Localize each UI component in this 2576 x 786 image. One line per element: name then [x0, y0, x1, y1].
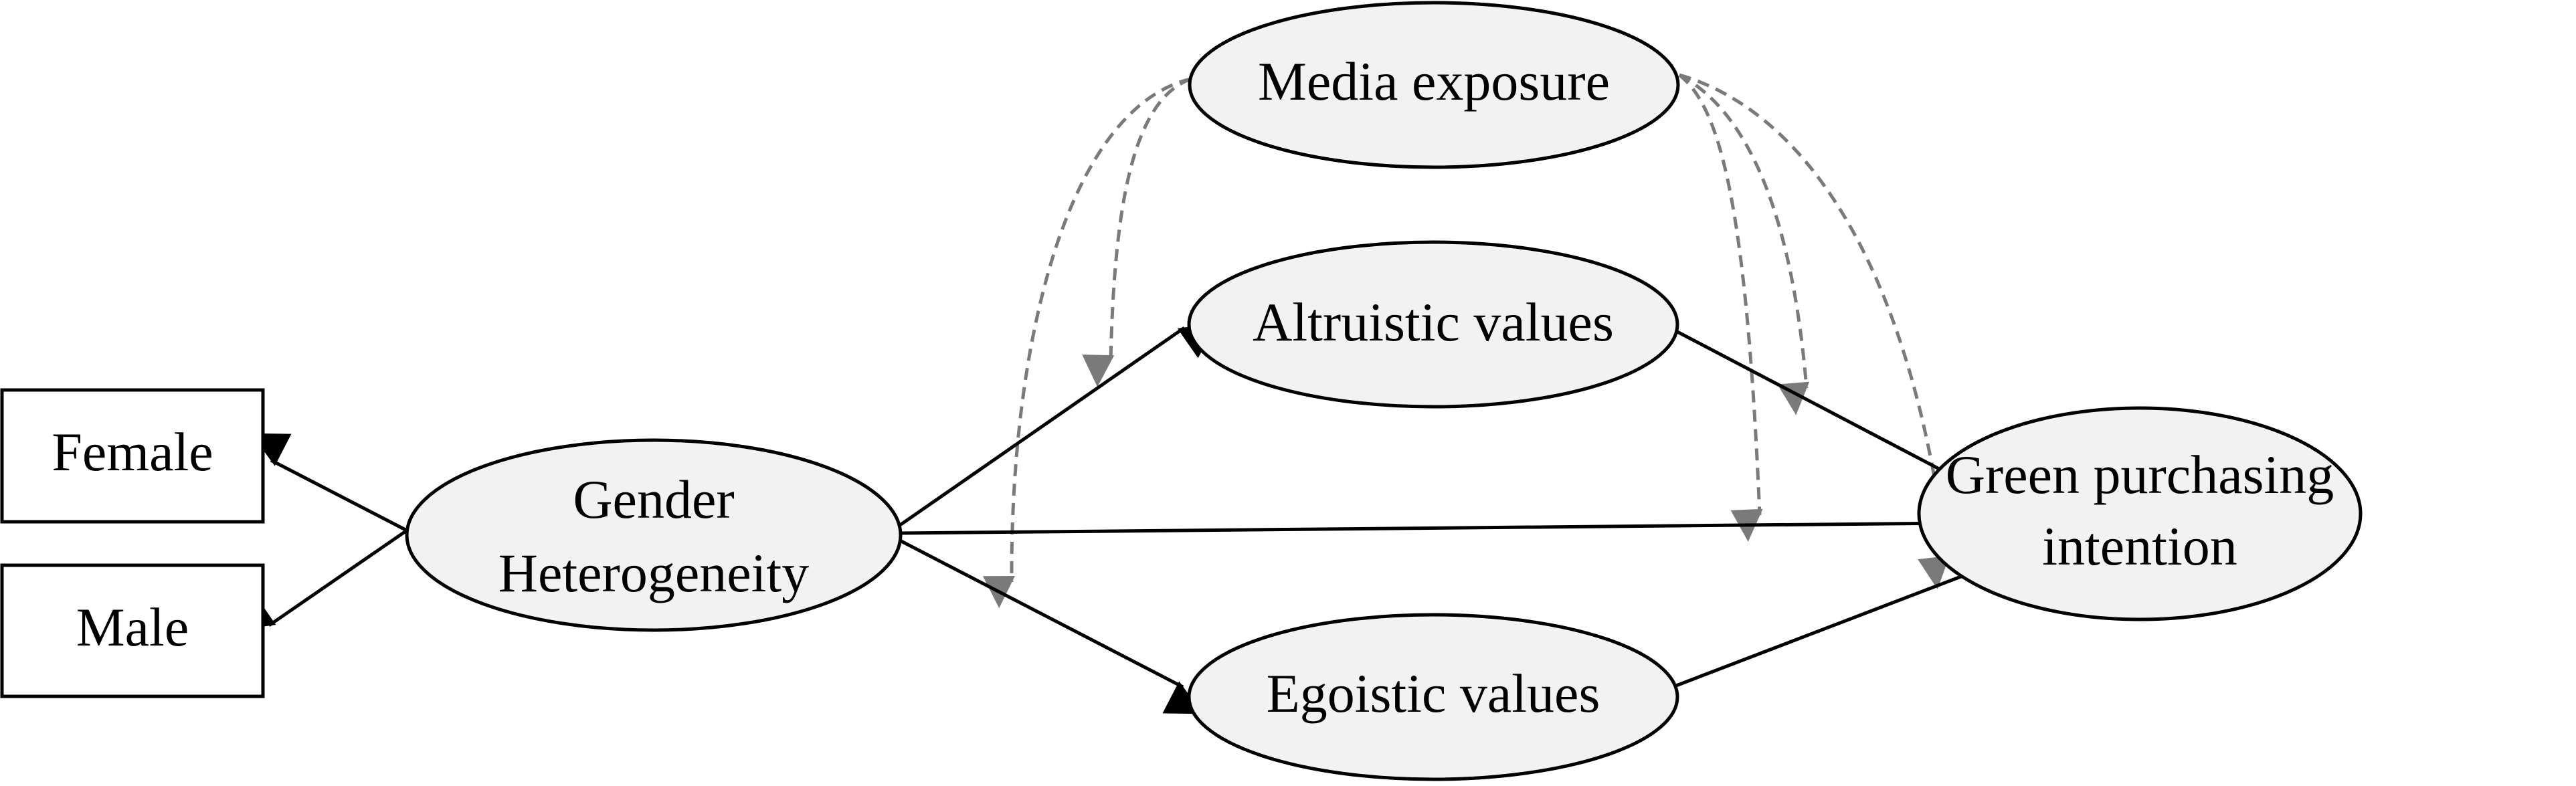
- arrow-gender-to-male: [236, 528, 408, 631]
- media-label: Media exposure: [1258, 51, 1610, 112]
- male-label: Male: [76, 597, 189, 658]
- gender-label-line2: Heterogeneity: [498, 543, 809, 603]
- arrow-gender-to-egoistic: [899, 538, 1203, 714]
- green-label-line1: Green purchasing: [1946, 444, 2334, 505]
- green-label-line2: intention: [2042, 516, 2237, 577]
- moderation-arrow-to-direct-path: [1678, 74, 1763, 542]
- node-green-purchasing-intention: Green purchasing intention: [1917, 406, 2363, 621]
- altruistic-ellipse: [1187, 240, 1679, 409]
- green-ellipse: [1917, 406, 2363, 621]
- moderation-arrow-to-egoistic-outcome-path: [1679, 73, 1950, 589]
- gender-ellipse: [405, 438, 903, 632]
- female-box: [0, 388, 265, 524]
- altruistic-label: Altruistic values: [1253, 292, 1614, 353]
- node-male: Male: [0, 563, 265, 698]
- node-gender-heterogeneity: Gender Heterogeneity: [405, 438, 903, 632]
- node-altruistic-values: Altruistic values: [1187, 240, 1679, 409]
- arrow-gender-to-altruistic: [899, 322, 1218, 527]
- male-box: [0, 563, 265, 698]
- node-female: Female: [0, 388, 265, 524]
- gender-label-line1: Gender: [573, 469, 734, 530]
- node-egoistic-values: Egoistic values: [1187, 613, 1679, 781]
- node-media-exposure: Media exposure: [1188, 1, 1680, 169]
- egoistic-label: Egoistic values: [1267, 663, 1600, 724]
- arrow-gender-to-female: [251, 433, 408, 532]
- moderation-arrow-to-egoistic-path: [982, 77, 1192, 609]
- female-label: Female: [52, 421, 213, 482]
- moderation-arrow-to-altruistic-outcome-path: [1678, 73, 1810, 415]
- moderation-arrow-to-altruistic-path: [1082, 77, 1192, 387]
- media-ellipse: [1188, 1, 1680, 169]
- egoistic-ellipse: [1187, 613, 1679, 781]
- arrow-gender-to-green: [899, 519, 2058, 556]
- moderation-arrows: [982, 73, 1950, 609]
